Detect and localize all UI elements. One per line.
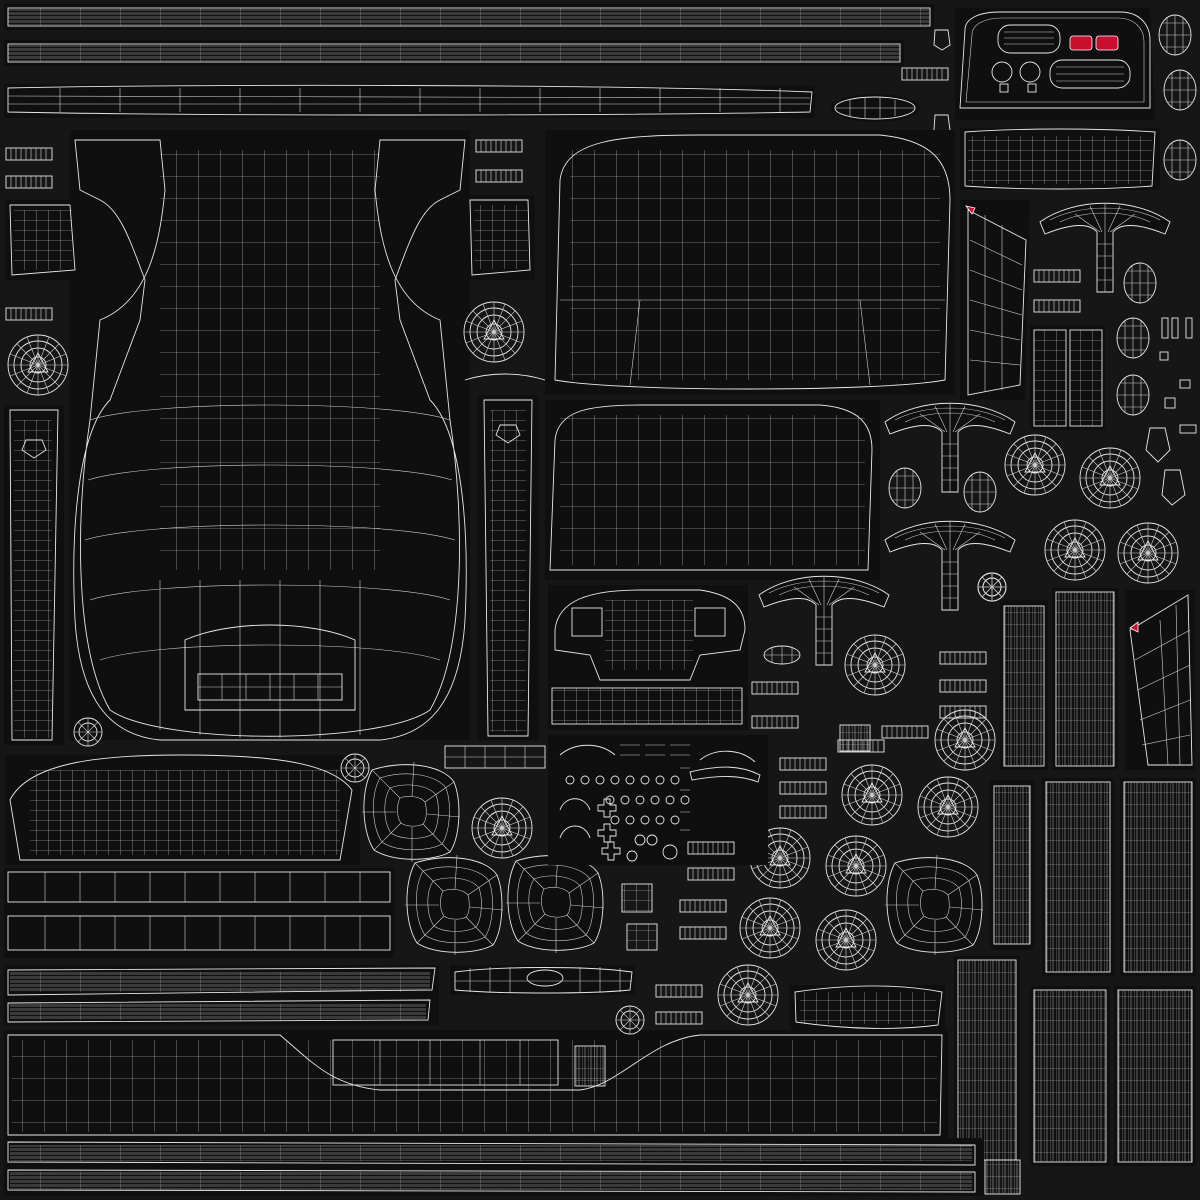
wheel-part: [717, 964, 779, 1026]
knob-part: [1123, 262, 1157, 304]
wheel-part: [1004, 434, 1066, 496]
knob-part: [1116, 317, 1150, 359]
small-clip-part: [933, 29, 951, 139]
hub-part: [340, 753, 370, 783]
bottom-strips: [4, 1138, 984, 1196]
knob-part: [888, 467, 922, 509]
wheel-part: [1117, 522, 1179, 584]
knob-part: [1163, 69, 1197, 111]
wheel-part: [917, 776, 979, 838]
small-parts-cluster: [548, 735, 768, 865]
wedge-part-bottom: [1125, 590, 1195, 770]
knob-part: [1158, 14, 1192, 56]
fender-part: [4, 1030, 948, 1140]
seat-back-part: [545, 130, 955, 395]
oval-small-part: [763, 645, 801, 665]
hub-part: [977, 572, 1007, 602]
grid-block-part: [1030, 325, 1105, 430]
hub-part: [73, 717, 103, 747]
small-squares: [621, 883, 658, 951]
wheel-part: [825, 835, 887, 897]
bar-part: [1033, 269, 1081, 283]
oval-part: [830, 94, 920, 122]
long-strip-lower: [4, 965, 439, 1025]
control-panel-part: [955, 8, 1155, 120]
wheel-part: [739, 897, 801, 959]
bar-part: [475, 139, 523, 153]
bar-part: [1033, 299, 1081, 313]
bar-part: [5, 147, 53, 161]
bar-part: [475, 169, 523, 183]
seat-shell-part: [884, 854, 984, 956]
seat-cushion-part: [545, 400, 880, 580]
wheel-part: [471, 797, 533, 859]
dense-small-block: [839, 724, 871, 752]
tiny-parts-cluster: [1145, 317, 1197, 506]
wheel-part: [463, 301, 525, 363]
bar-part: [5, 307, 53, 321]
knob-part: [963, 471, 997, 513]
top-strip-group: [4, 4, 934, 118]
t-bracket-part: [884, 520, 1016, 611]
seat-shell-part: [404, 854, 504, 956]
knob-part: [1116, 374, 1150, 416]
body-shell-part: [70, 130, 470, 741]
wheel-part: [1079, 447, 1141, 509]
wheel-part: [844, 634, 906, 696]
wedge-part-top: [960, 200, 1030, 400]
curved-strip-part: [960, 128, 1160, 190]
wheel-part: [1044, 519, 1106, 581]
dense-panel-cluster: [954, 588, 1196, 1195]
bolster-part: [450, 965, 635, 995]
seat-shell-part: [361, 761, 461, 863]
rail-part: [4, 868, 394, 958]
hub-part: [615, 1005, 645, 1035]
bar-part: [5, 175, 53, 189]
pillar-part-left: [4, 405, 64, 745]
headrest-part: [548, 585, 748, 730]
wheel-part: [934, 709, 996, 771]
t-bracket-part: [1039, 202, 1171, 293]
knob-part: [1163, 139, 1197, 181]
pillar-part-right: [478, 395, 538, 740]
arc-part: [464, 373, 546, 381]
seat-shell-part: [505, 852, 605, 954]
wheel-part: [7, 334, 69, 396]
t-bracket-part: [884, 402, 1016, 493]
side-wing-part-left: [5, 200, 80, 280]
wheel-part: [841, 764, 903, 826]
wheel-part: [815, 909, 877, 971]
bar-part: [901, 67, 949, 81]
cushion-small-part: [790, 985, 945, 1030]
side-wing-part-right: [465, 195, 535, 280]
bench-part: [444, 745, 546, 769]
cowl-part: [5, 754, 360, 865]
